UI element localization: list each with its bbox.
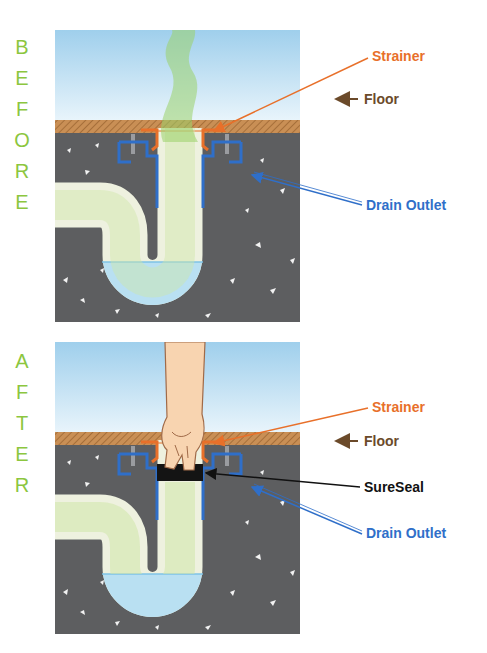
panel-heading: AFTER (12, 350, 32, 505)
part-name: Floor (364, 92, 399, 106)
leader-line (206, 473, 360, 487)
part-name: Strainer (372, 49, 425, 63)
leader-lines (206, 58, 368, 534)
part-name: SureSeal (364, 480, 424, 494)
leader-arrow (336, 440, 358, 442)
leader-line (214, 408, 368, 443)
part-name: Floor (364, 434, 399, 448)
leader-line (252, 487, 362, 534)
hand (162, 342, 205, 470)
leader-line (254, 172, 362, 202)
leader-line (252, 175, 362, 205)
drain-cross-section (55, 30, 300, 322)
seal-band (157, 464, 203, 481)
odour-in-pipe (55, 482, 180, 574)
part-name: Strainer (372, 400, 425, 414)
before-panel (55, 30, 300, 322)
odour-in-pipe (55, 128, 180, 283)
leader-line (254, 484, 362, 531)
leader-line (214, 58, 368, 131)
odour-plume (161, 30, 198, 142)
part-name: Drain Outlet (366, 198, 446, 212)
part-name: Drain Outlet (366, 526, 446, 540)
panel-heading: BEFORE (12, 36, 32, 222)
finger-lines (172, 432, 191, 458)
leader-arrow (336, 98, 358, 100)
